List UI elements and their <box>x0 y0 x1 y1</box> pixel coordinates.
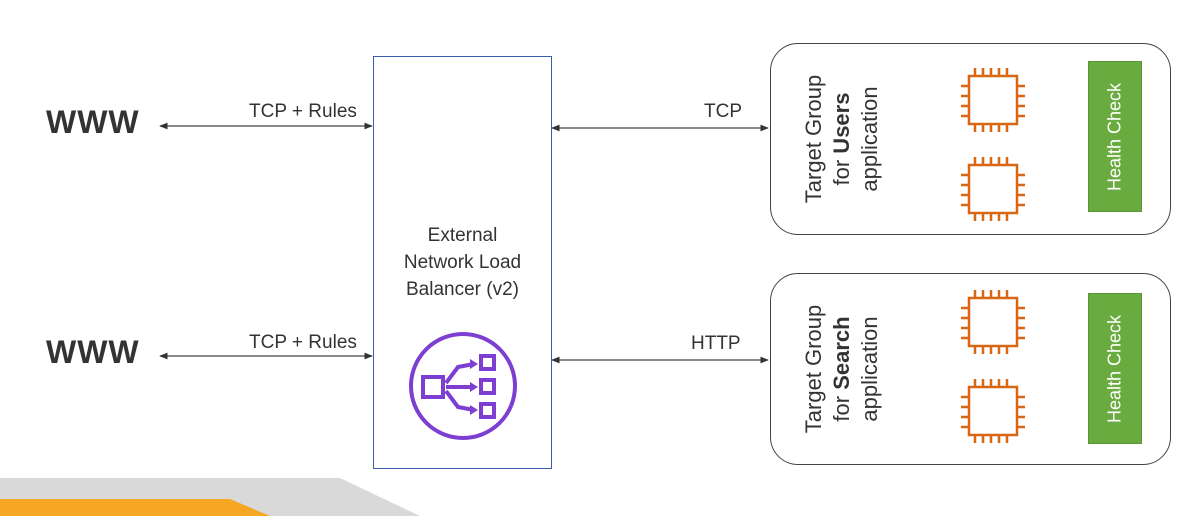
tg-users-line3: application <box>857 86 882 192</box>
lb-title-line2: Network Load <box>403 252 522 273</box>
ec2-instance-icon <box>961 379 1025 443</box>
tg-users-line2: for Users <box>828 75 856 203</box>
health-check-users: Health Check <box>1088 61 1142 212</box>
tg-users-line2-bold: Users <box>829 92 854 154</box>
health-check-search: Health Check <box>1088 293 1142 444</box>
tg-search-line2-prefix: for <box>829 389 854 422</box>
ec2-instance-icon <box>961 68 1025 132</box>
protocol-label-bottom-right: HTTP <box>691 333 741 354</box>
protocol-label-top-left: TCP + Rules <box>249 101 357 122</box>
lb-title-line3: Balancer (v2) <box>406 279 519 300</box>
www-label-bottom: WWW <box>46 334 140 370</box>
network-load-balancer-icon <box>409 332 517 440</box>
tg-users-line2-prefix: for <box>829 153 854 186</box>
tg-search-line3: application <box>857 316 882 422</box>
tg-search-line2-bold: Search <box>829 316 854 390</box>
orange-accent-bar <box>0 499 270 516</box>
health-check-users-label: Health Check <box>1104 82 1125 191</box>
load-balancer-title: External Network Load Balancer (v2) <box>373 222 552 303</box>
load-balancer-box <box>373 56 552 469</box>
health-check-search-label: Health Check <box>1104 314 1125 423</box>
tg-search-line1: Target Group <box>801 304 826 434</box>
target-group-search-label: Target Group for Search application <box>747 274 937 464</box>
target-group-users-label: Target Group for Users application <box>747 44 937 234</box>
ec2-instance-icon <box>961 290 1025 354</box>
lb-title-line1: External <box>427 225 498 246</box>
ec2-instance-icon <box>961 157 1025 221</box>
protocol-label-bottom-left: TCP + Rules <box>249 332 357 353</box>
tg-users-line1: Target Group <box>801 74 826 204</box>
protocol-label-top-right: TCP <box>704 101 742 122</box>
tg-search-line2: for Search <box>828 305 856 433</box>
www-label-top: WWW <box>46 104 140 140</box>
